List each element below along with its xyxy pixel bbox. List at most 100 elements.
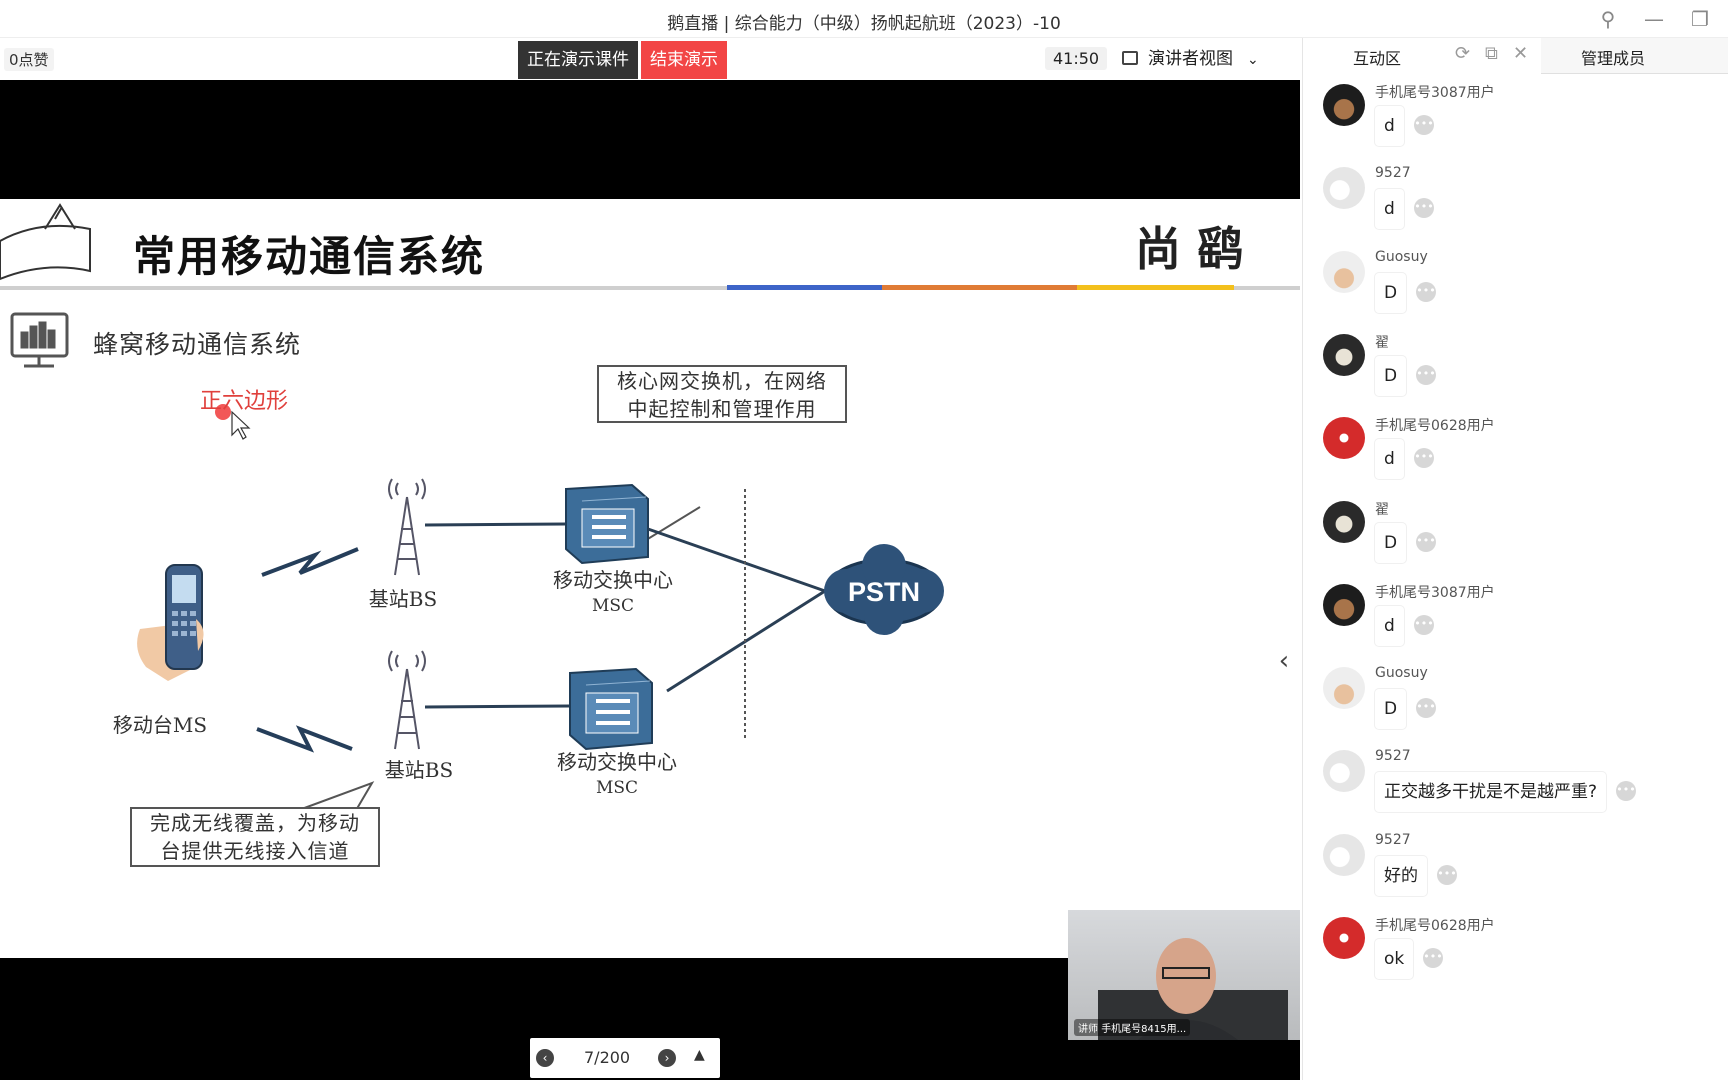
message-username: 9527 — [1375, 748, 1411, 765]
message-username: 手机尾号0628用户 — [1375, 418, 1495, 435]
mobile-station-label: 移动台MS — [112, 713, 208, 737]
color-bar-orange — [882, 285, 1077, 290]
message-username: 翟 — [1375, 501, 1389, 518]
chevron-left-icon: ‹ — [1278, 646, 1290, 676]
callout-base-station: 完成无线覆盖，为移动 台提供无线接入信道 — [130, 807, 380, 867]
section-title: 蜂窝移动通信系统 — [93, 330, 302, 359]
message-more-icon[interactable]: ••• — [1414, 198, 1434, 219]
message-username: 手机尾号0628用户 — [1375, 918, 1495, 934]
tower-icon-2 — [388, 650, 426, 750]
message-bubble: ok — [1375, 939, 1414, 979]
caret-up-icon[interactable]: ▲ — [694, 1047, 705, 1063]
end-presentation-button[interactable]: 结束演示 — [641, 41, 727, 79]
msc-abbr-2: MSC — [595, 778, 639, 798]
maximize-icon[interactable]: ❐ — [1691, 7, 1709, 31]
radio-link-2 — [256, 725, 353, 753]
page-indicator: 7/200 — [584, 1048, 631, 1067]
message-more-icon[interactable]: ••• — [1414, 448, 1434, 469]
user-avatar[interactable] — [1323, 167, 1365, 210]
message-more-icon[interactable]: ••• — [1416, 698, 1436, 719]
presenting-status: 正在演示课件 — [518, 41, 638, 79]
prev-slide-icon[interactable]: ‹ — [536, 1049, 554, 1067]
close-icon[interactable]: ✕ — [1513, 43, 1529, 64]
user-avatar[interactable] — [1323, 667, 1365, 710]
message-username: 手机尾号3087用户 — [1375, 584, 1495, 601]
callout-bs-line-1: 完成无线覆盖，为移动 — [150, 811, 360, 835]
minimize-icon[interactable]: — — [1644, 7, 1664, 31]
user-avatar[interactable] — [1323, 917, 1365, 959]
message-bubble: d — [1375, 189, 1404, 230]
user-avatar[interactable] — [1323, 84, 1365, 126]
collapse-panel-button[interactable]: ‹ — [1270, 636, 1298, 686]
msc-abbr-1: MSC — [591, 596, 635, 616]
message-more-icon[interactable]: ••• — [1416, 281, 1436, 302]
presenter-video — [1098, 938, 1288, 1040]
presenter-camera[interactable]: 讲师 手机尾号8415用... — [1068, 910, 1300, 1040]
view-mode-select[interactable]: 演讲者视图⌄ — [1122, 46, 1259, 72]
mouse-cursor-icon — [231, 410, 251, 440]
chat-panel: 互动区 ⟳ ⧉ ✕ 管理成员 手机尾号3087用户 d ••• 9527 d ••• Guo… — [1302, 38, 1728, 1080]
user-avatar[interactable] — [1323, 750, 1365, 793]
pin-icon[interactable]: ⚲ — [1600, 7, 1616, 31]
callout-core-line-1: 核心网交换机，在网络 — [617, 369, 827, 393]
msc-name-2: 移动交换中心 — [557, 750, 677, 774]
user-avatar[interactable] — [1323, 333, 1365, 376]
mobile-phone-icon — [137, 564, 204, 681]
message-bubble: d — [1375, 605, 1404, 646]
message-bubble: D — [1375, 689, 1407, 730]
camera-role: 讲师 — [1078, 1024, 1098, 1035]
message-more-icon[interactable]: ••• — [1416, 364, 1436, 385]
msc-switch-icon-2 — [569, 667, 653, 751]
callout-core-network: 核心网交换机，在网络 中起控制和管理作用 — [597, 365, 847, 423]
msc-name-1: 移动交换中心 — [553, 568, 673, 592]
likes-count: 0点赞 — [4, 48, 54, 71]
chat-message: 9527 好的 ••• — [1303, 831, 1728, 924]
user-avatar[interactable] — [1323, 500, 1365, 543]
timer: 41:50 — [1045, 47, 1108, 70]
base-station-label-2: 基站BS — [384, 758, 454, 782]
next-slide-icon[interactable]: › — [658, 1049, 676, 1067]
message-more-icon[interactable]: ••• — [1416, 531, 1436, 552]
tab-members[interactable]: 管理成员 — [1581, 49, 1646, 68]
msc-label-2: 移动交换中心 MSC — [542, 749, 692, 801]
message-more-icon[interactable]: ••• — [1616, 781, 1636, 802]
laser-pointer — [215, 404, 231, 420]
panel-tabs: 互动区 ⟳ ⧉ ✕ 管理成员 — [1303, 38, 1728, 74]
message-more-icon[interactable]: ••• — [1414, 614, 1434, 635]
message-username: 翟 — [1375, 334, 1389, 351]
message-bubble: D — [1375, 272, 1407, 313]
brand-logo-text: 尚 鹞 — [1135, 222, 1244, 276]
message-more-icon[interactable]: ••• — [1414, 115, 1434, 135]
message-bubble: d — [1375, 439, 1404, 480]
chat-message: 手机尾号3087用户 d ••• — [1303, 583, 1728, 674]
user-avatar[interactable] — [1323, 833, 1365, 876]
callout-bs-line-2: 台提供无线接入信道 — [160, 839, 350, 863]
refresh-icon[interactable]: ⟳ — [1455, 43, 1471, 64]
message-username: 手机尾号3087用户 — [1375, 85, 1495, 101]
message-more-icon[interactable]: ••• — [1423, 948, 1443, 968]
message-bubble: 好的 — [1375, 855, 1427, 896]
tab-interact-label: 互动区 — [1353, 49, 1402, 68]
user-avatar[interactable] — [1323, 583, 1365, 626]
slide-pager: ‹ 7/200 › ▲ — [530, 1038, 720, 1078]
popout-icon[interactable]: ⧉ — [1485, 43, 1498, 64]
color-bar-yellow — [1077, 285, 1234, 290]
user-avatar[interactable] — [1323, 250, 1365, 293]
message-username: Guosuy — [1375, 248, 1428, 265]
annotation-label: 正六边形 — [200, 389, 289, 414]
view-mode-label: 演讲者视图 — [1148, 49, 1233, 69]
message-username: 9527 — [1375, 831, 1411, 848]
monitor-icon — [10, 312, 69, 368]
color-bar-blue — [727, 285, 882, 290]
message-more-icon[interactable]: ••• — [1437, 864, 1457, 885]
message-bubble: D — [1375, 522, 1407, 563]
tab-interact[interactable]: 互动区 ⟳ ⧉ ✕ — [1303, 38, 1541, 74]
user-avatar[interactable] — [1323, 417, 1365, 460]
callout-core-line-2: 中起控制和管理作用 — [627, 397, 817, 421]
camera-name: 手机尾号8415用... — [1101, 1024, 1187, 1035]
